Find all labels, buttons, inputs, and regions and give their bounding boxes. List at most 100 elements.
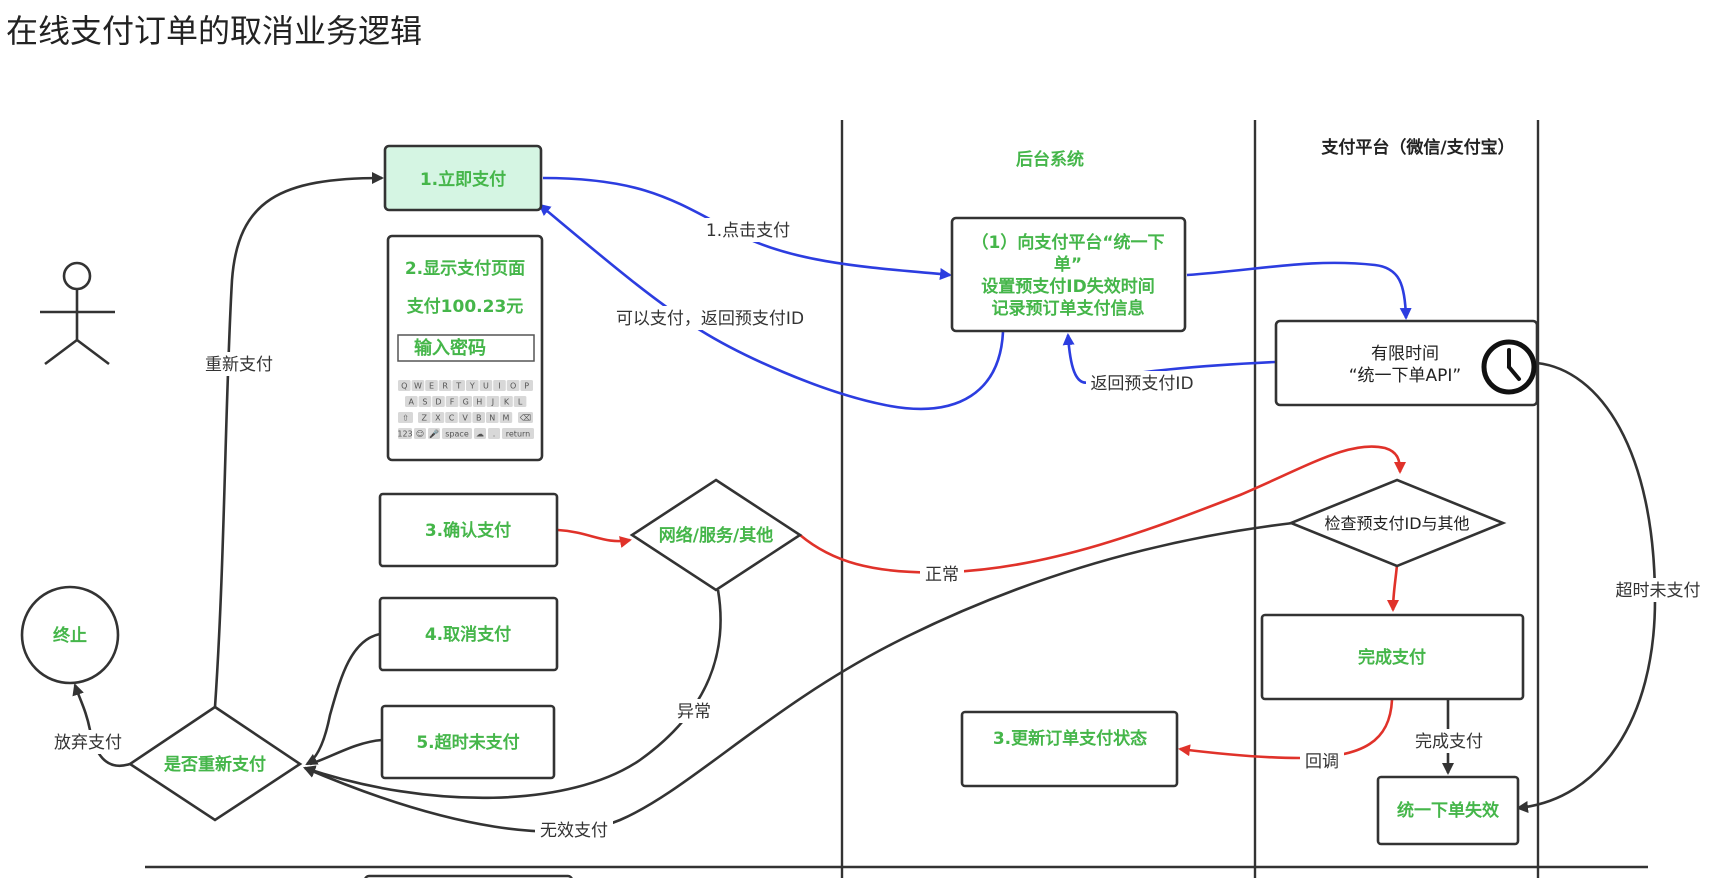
limited-time-line-1: 有限时间 [1371,344,1439,364]
pay-now-box[interactable] [383,144,543,212]
cancel-pay-box[interactable] [378,596,559,672]
timeout-unpaid-label: 5.超时未支付 [416,732,519,753]
retry-decision-label: 是否重新支付 [164,754,266,775]
key-m-label: M [502,414,509,423]
edge-callback [1178,699,1394,760]
cut-off-box [364,874,573,878]
label-repay: 重新支付 [205,355,273,375]
key-q-label: Q [401,382,407,391]
key-h-label: H [476,398,482,407]
edge-abnormal [303,589,722,800]
key-c-keycap[interactable] [445,412,458,423]
key-k-keycap[interactable] [500,396,513,407]
key-emoji-keycap[interactable] [414,428,426,439]
key-n-keycap[interactable] [486,412,499,423]
clock-icon [1481,339,1537,395]
key-w-keycap[interactable] [411,380,425,391]
key-shift-keycap[interactable] [398,412,413,423]
key-cloud-label: ☁ [476,430,484,439]
end-label: 终止 [53,625,87,646]
backend-order-line-3: 设置预支付ID失效时间 [981,276,1154,297]
key-l-keycap[interactable] [513,396,527,407]
key-j-keycap[interactable] [486,396,500,407]
complete-pay-label: 完成支付 [1358,647,1426,668]
key-mic-keycap[interactable] [428,428,440,439]
key-o-keycap[interactable] [506,380,520,391]
lane-header-backend: 后台系统 [1016,149,1084,170]
limited-time-box [1274,319,1539,407]
key-p-label: P [524,382,529,391]
key-g-keycap[interactable] [459,396,472,407]
key-t-keycap[interactable] [452,380,465,391]
key-y-keycap[interactable] [466,380,479,391]
confirm-pay-label: 3.确认支付 [425,520,511,541]
key-x-keycap[interactable] [431,412,445,423]
key-t-label: T [455,382,461,391]
key-g-label: G [463,398,469,407]
cancel-pay-label: 4.取消支付 [425,624,511,645]
complete-pay-box [1260,613,1525,701]
key-j-label: J [491,398,494,407]
key-n-label: N [489,414,495,423]
key-r-keycap[interactable] [438,380,452,391]
timeout-unpaid-box [380,704,556,780]
key-i-keycap[interactable] [493,380,506,391]
key-numbers-keycap[interactable] [398,428,412,439]
key-a-label: A [409,398,415,407]
update-status-label: 3.更新订单支付状态 [993,728,1147,749]
key-e-keycap[interactable] [425,380,438,391]
key-cloud-keycap[interactable] [474,428,486,439]
key-p-keycap[interactable] [520,380,533,391]
diagram-title: 在线支付订单的取消业务逻辑 [6,12,423,50]
edge-invalid-pay [303,521,1294,833]
key-q-keycap[interactable] [398,380,411,391]
backend-order-line-2: 单” [1054,254,1082,275]
check-decision-label: 检查预支付ID与其他 [1324,514,1469,533]
key-e-label: E [429,382,434,391]
backend-order-box [950,216,1187,333]
password-input[interactable] [397,334,535,362]
key-d-keycap[interactable] [432,396,445,407]
key-c-label: C [449,414,455,423]
key-u-label: U [483,382,489,391]
show-page-label: 2.显示支付页面 [405,258,525,279]
key-return-keycap[interactable] [502,428,534,439]
amount-label: 支付100.23元 [407,296,524,317]
key-mic-label: 🎤 [429,429,439,439]
network-decision [629,478,803,592]
key-u-keycap[interactable] [479,380,493,391]
key-period-keycap[interactable] [488,428,500,439]
key-y-label: Y [469,382,475,391]
key-z-keycap[interactable] [418,412,431,423]
retry-decision [127,705,303,822]
key-i-label: I [498,382,500,391]
key-b-keycap[interactable] [472,412,485,423]
confirm-pay-box[interactable] [378,492,559,568]
key-f-keycap[interactable] [445,396,459,407]
key-s-keycap[interactable] [418,396,432,407]
key-z-label: Z [422,414,428,423]
key-a-keycap[interactable] [405,396,418,407]
label-complete-pay: 完成支付 [1415,732,1483,752]
key-space-keycap[interactable] [442,428,472,439]
label-abnormal: 异常 [677,702,711,722]
key-h-keycap[interactable] [473,396,486,407]
label-can-pay: 可以支付，返回预支付ID [616,309,804,329]
edge-confirm-network [557,528,632,548]
invalid-order-label: 统一下单失效 [1397,800,1499,821]
key-delete-keycap[interactable] [518,412,533,423]
key-m-keycap[interactable] [499,412,513,423]
key-emoji-label: ☺ [416,430,424,439]
key-v-keycap[interactable] [458,412,472,423]
key-return-label: return [506,430,530,439]
pay-now-label: 1.立即支付 [420,169,506,190]
lane-header-platform: 支付平台（微信/支付宝） [1321,137,1514,158]
key-shift-label: ⇧ [402,414,409,423]
edge-cancel-retry [305,632,381,766]
key-d-label: D [435,398,441,407]
label-normal: 正常 [925,565,959,585]
key-v-label: V [462,414,468,423]
edge-to-platform [1186,261,1412,320]
